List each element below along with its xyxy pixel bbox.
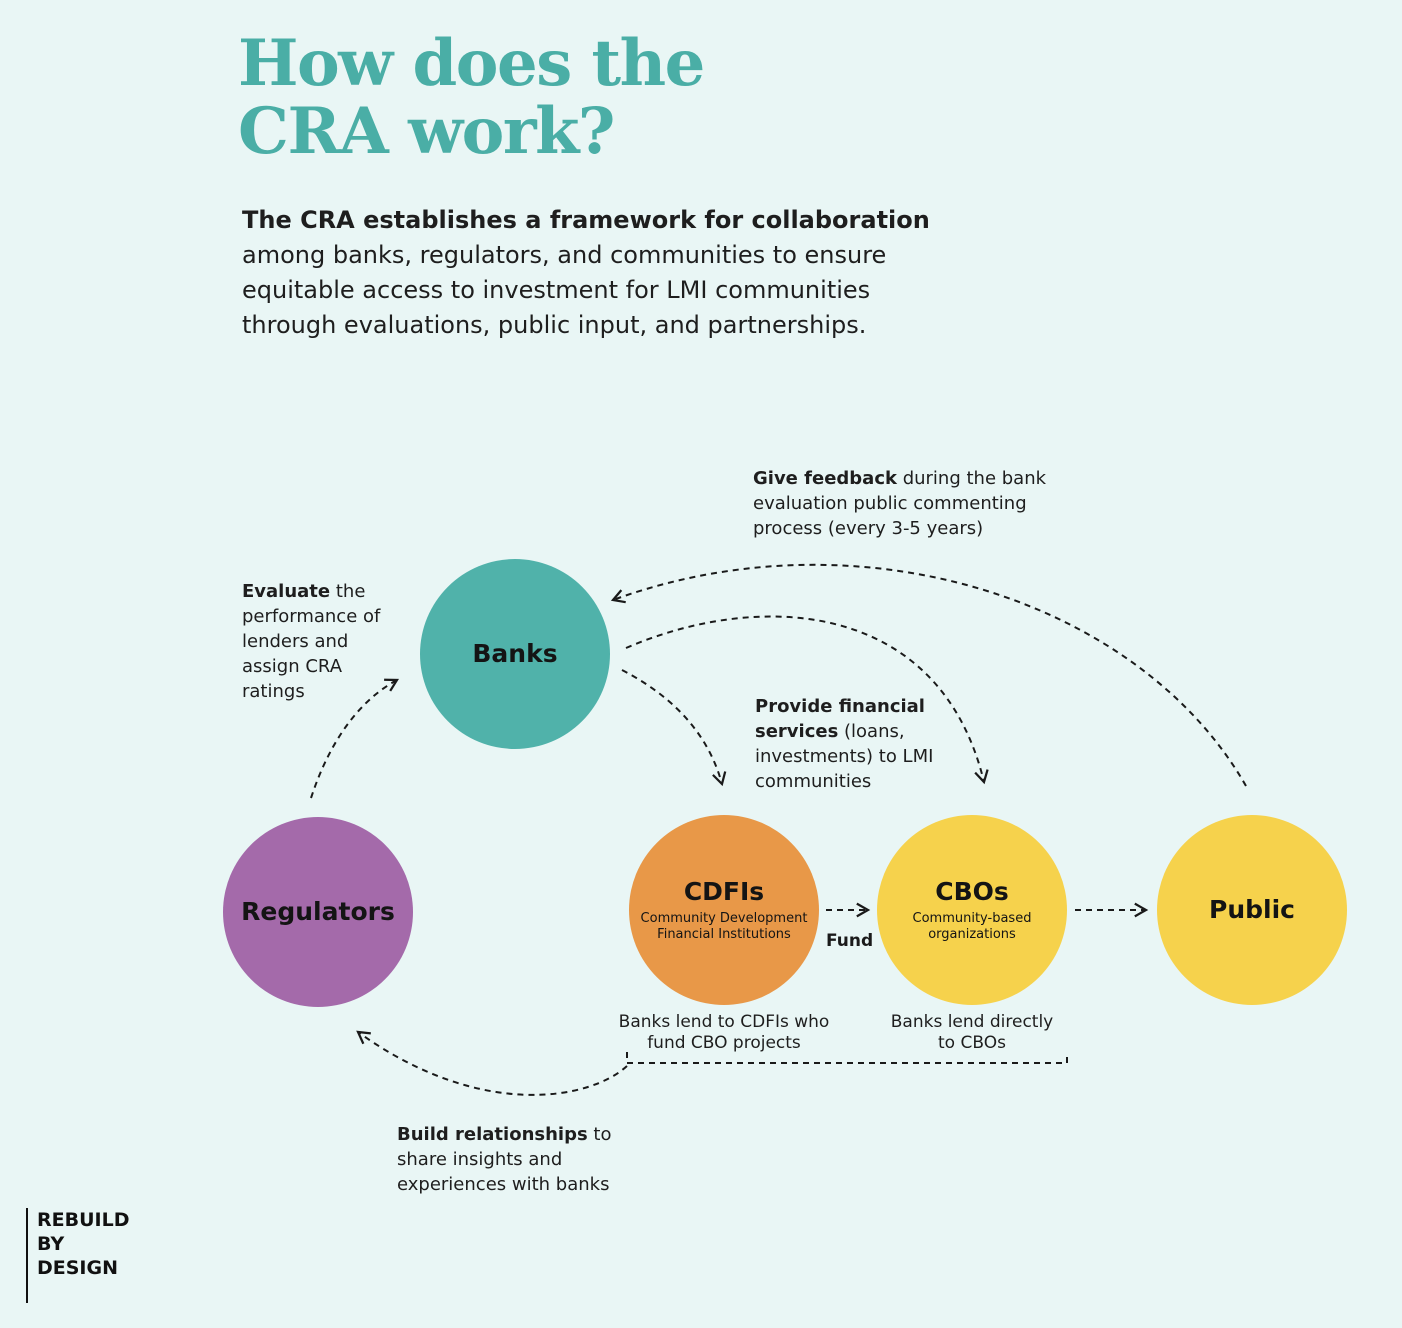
arrow-banks-to-cdfis [621,669,727,787]
node-banks-label: Banks [472,639,558,668]
arrow-lending-to-regulators [356,1030,628,1096]
rebuild-by-design-logo: REBUILD BY DESIGN [26,1208,129,1303]
note-provide-rest: (loans, investments) to LMI communities [755,721,934,792]
title-line-1: How does the [238,26,705,101]
node-cdfis-label: CDFIs [683,877,765,906]
note-provide-bold: Provide financial services [755,696,925,742]
note-cbo-lend-line-1: Banks lend directly [890,1012,1054,1032]
note-evaluate-bold: Evaluate [242,581,331,602]
node-cbos-sub-line-2: organizations [928,927,1016,942]
note-build-rest: to share insights and experiences with b… [397,1124,612,1195]
logo-line-3: DESIGN [37,1257,119,1279]
note-evaluate-rest: the performance of lenders and assign CR… [242,581,381,702]
intro-rest: among banks, regulators, and communities… [242,241,887,339]
note-feedback-rest: during the bank evaluation public commen… [753,468,1047,539]
note-build-bold: Build relationships [397,1124,588,1145]
note-cbo-lend: Banks lend directly to CBOs [872,1012,1072,1054]
note-feedback: Give feedback during the bank evaluation… [753,466,1063,541]
title-line-2: CRA work? [238,94,615,169]
intro-paragraph: The CRA establishes a framework for coll… [242,203,942,343]
label-fund: Fund [826,931,874,951]
note-cbo-lend-line-2: to CBOs [938,1033,1006,1053]
node-public: Public [1157,815,1347,1005]
intro-bold: The CRA establishes a framework for coll… [242,206,930,234]
logo-line-1: REBUILD [37,1209,130,1231]
node-public-label: Public [1209,895,1295,924]
arrow-regulators-to-banks [310,678,399,799]
note-cdfi-lend: Banks lend to CDFIs who fund CBO project… [614,1012,834,1054]
bracket-lending [626,1052,1068,1064]
note-evaluate: Evaluate the performance of lenders and … [242,579,392,704]
page-title: How does the CRA work? [238,26,705,169]
logo-line-2: BY [37,1233,65,1255]
node-regulators: Regulators [223,817,413,1007]
note-build: Build relationships to share insights an… [397,1122,627,1197]
arrow-public-to-banks [610,563,1247,787]
note-cdfi-lend-line-1: Banks lend to CDFIs who [618,1012,830,1032]
node-cbos-sub-line-1: Community-based [912,911,1032,926]
note-feedback-bold: Give feedback [753,468,897,489]
note-provide: Provide financial services (loans, inves… [755,694,935,794]
node-cdfis-sub-line-2: Financial Institutions [657,927,791,942]
note-cdfi-lend-line-2: fund CBO projects [647,1033,801,1053]
arrow-banks-to-cbos [625,615,989,785]
node-regulators-label: Regulators [241,897,395,926]
node-cbos-label: CBOs [935,877,1009,906]
node-cdfis-sub-line-1: Community Development [640,911,808,926]
node-banks: Banks [420,559,610,749]
